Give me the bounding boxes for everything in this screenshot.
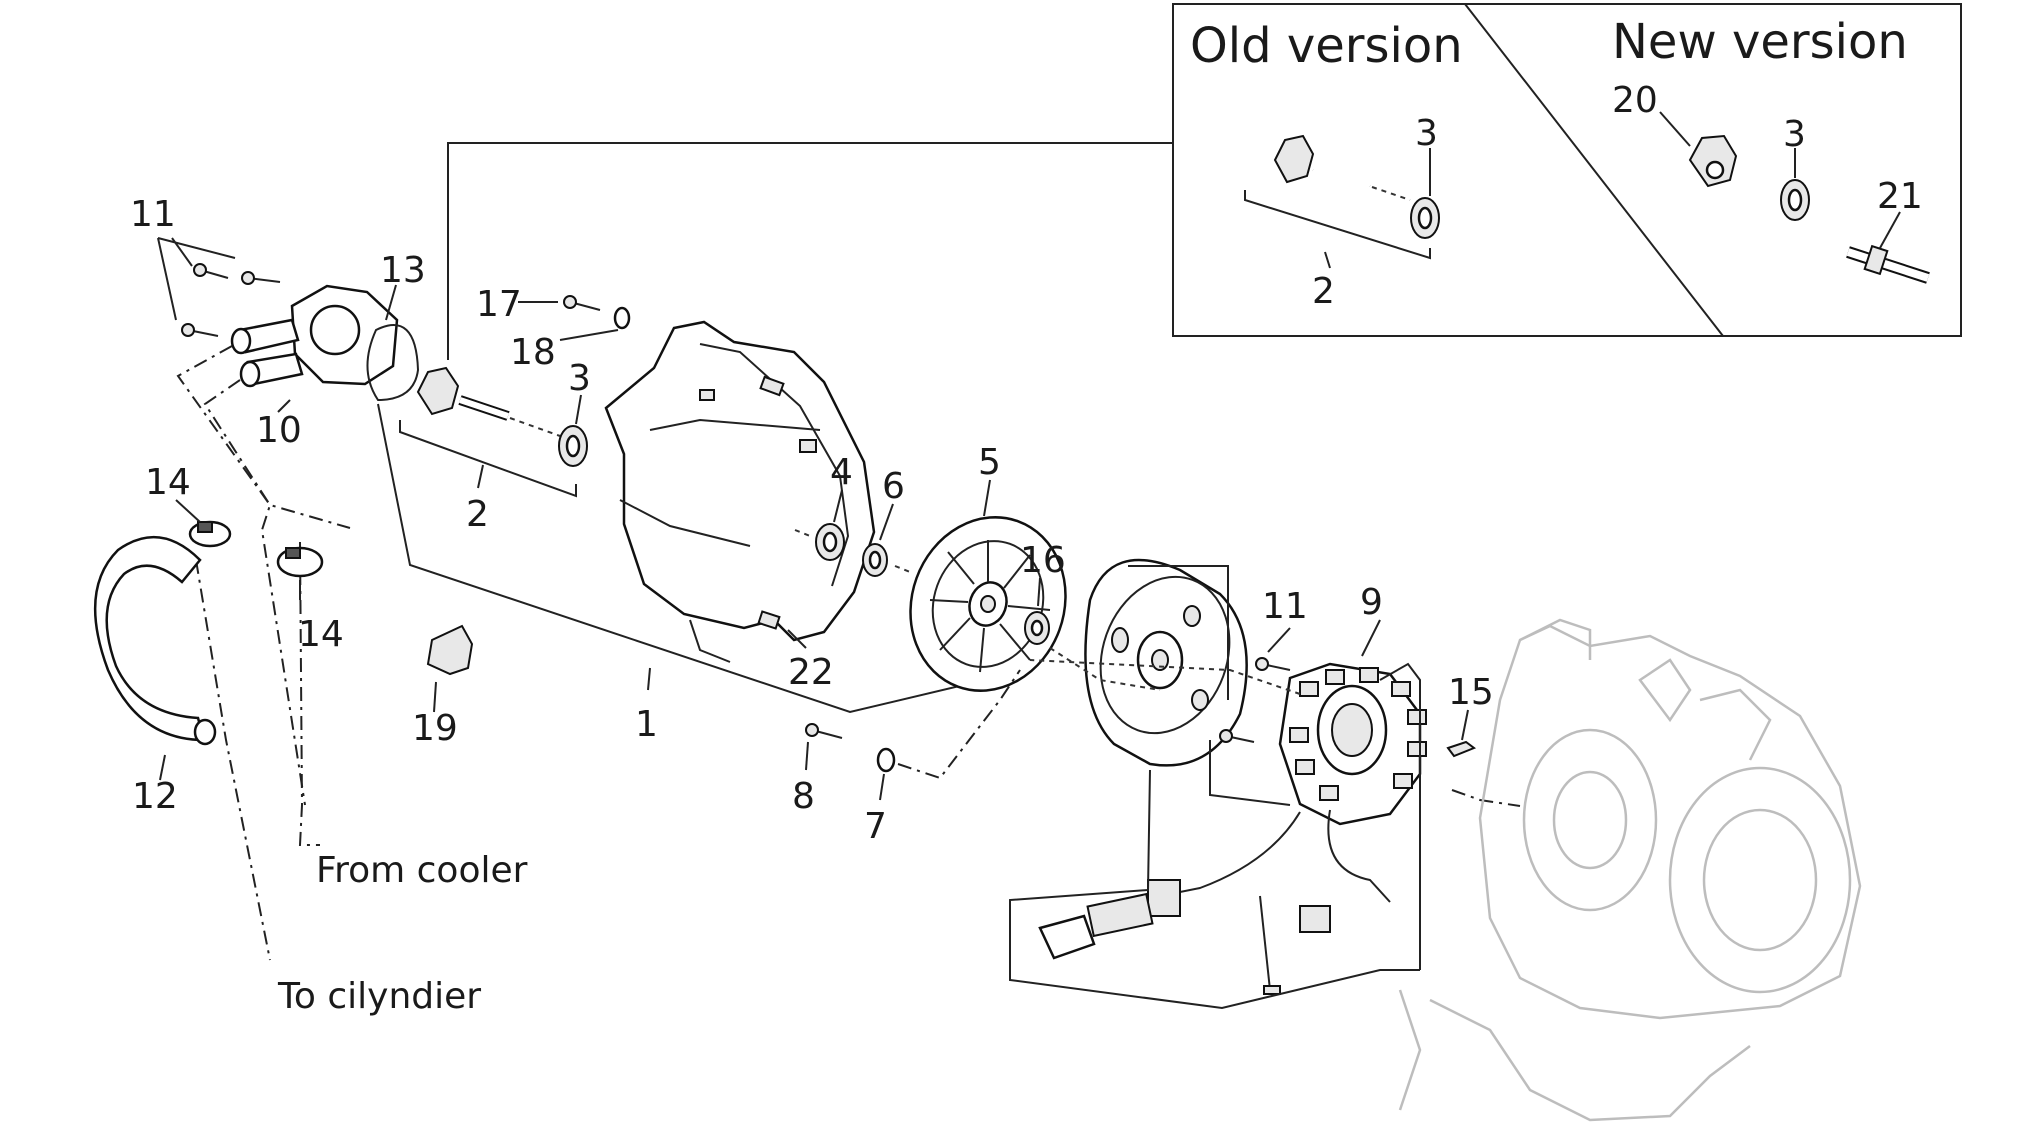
callout-2-old: 2 [1312,271,1335,312]
old-version-title: Old version [1190,18,1463,74]
old-pump-shaft [1273,134,1411,201]
pump-cover-group [93,237,474,961]
pump-shaft-main [416,366,561,437]
bracket-2-inset [1244,190,1431,260]
callout-3-old: 3 [1415,113,1438,154]
callout-11-left: 11 [130,194,176,235]
version-inset: Old version New version 3 2 [1172,3,1962,337]
bracket-2-main [399,420,577,498]
screw-8 [805,723,843,739]
cover-bracket [426,624,474,676]
flywheel-rotor [1084,558,1248,767]
coolant-hose [93,535,206,742]
inset-divider [1464,3,1724,337]
callout-9: 9 [1360,582,1383,623]
callout-17: 17 [476,284,522,325]
callout-13: 13 [380,250,426,291]
engine-side-cover [604,320,876,663]
callout-10: 10 [256,410,302,451]
callout-5: 5 [978,442,1001,483]
dowel-pin [757,610,781,630]
callout-21: 21 [1877,176,1923,217]
stator-screws [1219,657,1291,743]
washer-18 [613,306,631,330]
washer-7 [876,747,896,773]
caption-from-cooler: From cooler [316,850,528,891]
callout-6: 6 [882,466,905,507]
new-shaft [1846,244,1930,284]
screw-17 [563,295,601,311]
callout-4: 4 [830,452,853,493]
o-ring [366,324,420,402]
callout-11-right: 11 [1262,586,1308,627]
callout-22: 22 [788,652,834,693]
new-impeller [1688,134,1738,188]
inset-frame [1172,3,1962,337]
callout-7: 7 [864,806,887,847]
screw-11-a [193,263,229,279]
callout-12: 12 [132,776,178,817]
woodruff-key [1446,740,1477,758]
callout-14-lower: 14 [298,614,344,655]
callout-19: 19 [412,708,458,749]
hose-clip-upper [188,520,232,548]
screw-11-b [241,271,281,285]
hose-clip-lower [276,546,324,578]
callout-1: 1 [635,704,658,745]
crankcase-outline [1398,618,1862,1122]
stator-wiring [1038,809,1391,995]
screw-11-c [181,323,219,337]
callout-15: 15 [1448,672,1494,713]
stator-coil [1278,662,1427,826]
callout-14-upper: 14 [145,462,191,503]
callout-8: 8 [792,776,815,817]
cooling-fan [909,516,1067,692]
new-version-title: New version [1612,14,1908,70]
callout-18: 18 [510,332,556,373]
inset-leader [447,142,1173,360]
callout-16: 16 [1020,540,1066,581]
callout-3-main: 3 [568,358,591,399]
callout-3-new: 3 [1783,114,1806,155]
callout-20: 20 [1612,80,1658,121]
caption-to-cylinder: To cilyndier [277,976,481,1017]
callout-2-main: 2 [466,494,489,535]
